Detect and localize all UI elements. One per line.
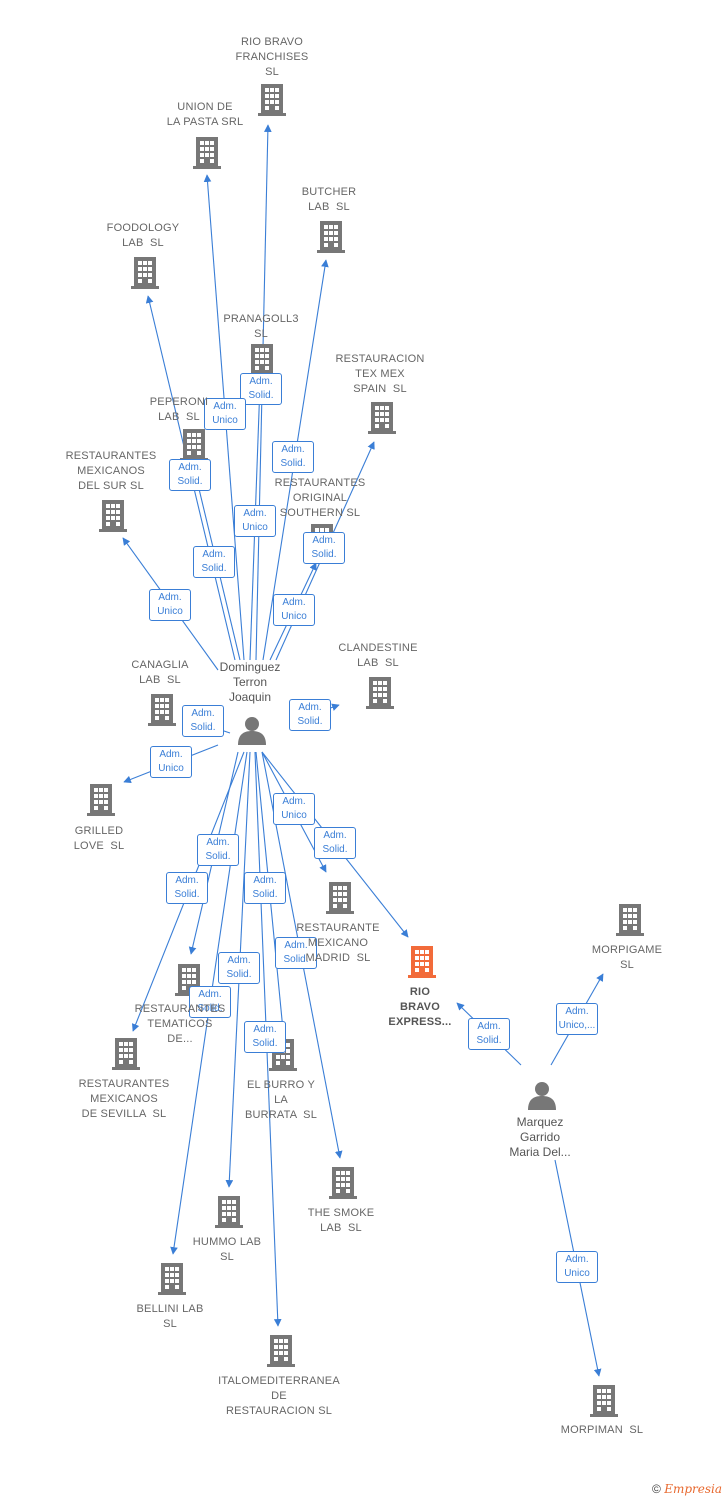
company-label-tematicos[interactable]: RESTAURANTES TEMATICOS DE... [134, 1003, 226, 1045]
company-label-pranagoll3[interactable]: PRANAGOLL3 SL [223, 313, 299, 340]
company-label-tex_mex[interactable]: RESTAURACION TEX MEX SPAIN SL [335, 353, 425, 395]
edge-label-clandestine[interactable]: Adm. Solid. [289, 699, 331, 731]
edge-label-morpiman[interactable]: Adm. Unico [556, 1251, 598, 1283]
company-label-canaglia[interactable]: CANAGLIA LAB SL [131, 659, 189, 686]
company-label-smoke_lab[interactable]: THE SMOKE LAB SL [307, 1207, 375, 1234]
edge-label-burro_burrata[interactable]: Adm. Solid. [244, 872, 286, 904]
company-label-morpigame[interactable]: MORPIGAME SL [591, 944, 663, 971]
company-label-grilled_love[interactable]: GRILLED LOVE SL [73, 825, 125, 852]
building-icon-union_pasta[interactable] [193, 137, 221, 169]
building-icon-morpigame[interactable] [616, 904, 644, 936]
person-icon-p1[interactable] [238, 717, 266, 745]
copyright-symbol: © [652, 1482, 661, 1496]
edge-label-foodology[interactable]: Adm. Solid. [169, 459, 211, 491]
person-label-p2[interactable]: Marquez Garrido Maria Del... [509, 1115, 571, 1159]
building-icon-rio_bravo_express[interactable] [408, 946, 436, 978]
edge-label-smoke_lab[interactable]: Adm. Solid. [275, 937, 317, 969]
edge-label-pranagoll3[interactable]: Adm. Unico [234, 505, 276, 537]
building-icon-foodology[interactable] [131, 257, 159, 289]
company-label-clandestine[interactable]: CLANDESTINE LAB SL [338, 642, 418, 669]
edge-label-hummo_lab[interactable]: Adm. Solid. [218, 952, 260, 984]
building-icon-pranagoll3[interactable] [248, 344, 276, 376]
edge-label-bellini_lab[interactable]: Adm. Solid. [189, 986, 231, 1018]
building-icon-butcher_lab[interactable] [317, 221, 345, 253]
building-icon-hummo_lab[interactable] [215, 1196, 243, 1228]
edge-label-tex_mex[interactable]: Adm. Solid. [303, 532, 345, 564]
building-icon-rest_mex_madrid[interactable] [326, 882, 354, 914]
company-label-italomed[interactable]: ITALOMEDITERRANEA DE RESTAURACION SL [218, 1375, 340, 1417]
building-icon-smoke_lab[interactable] [329, 1167, 357, 1199]
company-label-hummo_lab[interactable]: HUMMO LAB SL [192, 1236, 262, 1263]
building-icon-canaglia[interactable] [148, 694, 176, 726]
company-label-rest_mex_madrid[interactable]: RESTAURANTE MEXICANO MADRID SL [296, 922, 380, 964]
company-label-original_southern[interactable]: RESTAURANTES ORIGINAL SOUTHERN SL [274, 477, 366, 519]
edge-label-mex_sur[interactable]: Adm. Unico [149, 589, 191, 621]
person-icon-p2[interactable] [528, 1082, 556, 1110]
edge-label-original_southern[interactable]: Adm. Unico [273, 594, 315, 626]
edge-label-peperoni[interactable]: Adm. Solid. [193, 546, 235, 578]
building-icon-rio_bravo_franchises[interactable] [258, 84, 286, 116]
company-label-rio_bravo_franchises[interactable]: RIO BRAVO FRANCHISES SL [235, 36, 309, 78]
building-icon-morpiman[interactable] [590, 1385, 618, 1417]
person-label-p1[interactable]: Dominguez Terron Joaquin [219, 660, 281, 704]
edge-label-rio_bravo_franchises[interactable]: Adm. Solid. [240, 373, 282, 405]
company-label-burro_burrata[interactable]: EL BURRO Y LA BURRATA SL [244, 1079, 318, 1121]
edge-label-tematicos[interactable]: Adm. Solid. [197, 834, 239, 866]
edge-label-morpigame[interactable]: Adm. Unico,... [556, 1003, 598, 1035]
copyright: © Empresia [652, 1482, 722, 1496]
building-icon-peperoni[interactable] [180, 429, 208, 461]
building-icon-tex_mex[interactable] [368, 402, 396, 434]
edge-label-grilled_love[interactable]: Adm. Unico [150, 746, 192, 778]
empresia-logo[interactable]: Empresia [664, 1482, 722, 1496]
edge-label-rest_mex_madrid[interactable]: Adm. Unico [273, 793, 315, 825]
building-icon-grilled_love[interactable] [87, 784, 115, 816]
company-label-union_pasta[interactable]: UNION DE LA PASTA SRL [166, 101, 244, 128]
building-icon-italomed[interactable] [267, 1335, 295, 1367]
company-label-morpiman[interactable]: MORPIMAN SL [560, 1424, 644, 1436]
company-label-peperoni[interactable]: PEPERONI LAB SL [149, 396, 209, 423]
building-icon-clandestine[interactable] [366, 677, 394, 709]
edge-label-canaglia[interactable]: Adm. Solid. [182, 705, 224, 737]
company-label-butcher_lab[interactable]: BUTCHER LAB SL [301, 186, 357, 213]
edge-label-mex_sevilla[interactable]: Adm. Solid. [166, 872, 208, 904]
edge-label-union_pasta[interactable]: Adm. Unico [204, 398, 246, 430]
company-label-rio_bravo_express[interactable]: RIO BRAVO EXPRESS... [388, 986, 452, 1028]
edge-label-italomed[interactable]: Adm. Solid. [244, 1021, 286, 1053]
company-label-foodology[interactable]: FOODOLOGY LAB SL [106, 222, 180, 249]
edge-label-rio_bravo_express[interactable]: Adm. Solid. [468, 1018, 510, 1050]
company-label-bellini_lab[interactable]: BELLINI LAB SL [136, 1303, 204, 1330]
edge-label-butcher_lab[interactable]: Adm. Solid. [272, 441, 314, 473]
edge-label-rio_bravo_express[interactable]: Adm. Solid. [314, 827, 356, 859]
building-icon-bellini_lab[interactable] [158, 1263, 186, 1295]
company-label-mex_sevilla[interactable]: RESTAURANTES MEXICANOS DE SEVILLA SL [78, 1078, 170, 1120]
building-icon-mex_sur[interactable] [99, 500, 127, 532]
company-label-mex_sur[interactable]: RESTAURANTES MEXICANOS DEL SUR SL [65, 450, 157, 492]
